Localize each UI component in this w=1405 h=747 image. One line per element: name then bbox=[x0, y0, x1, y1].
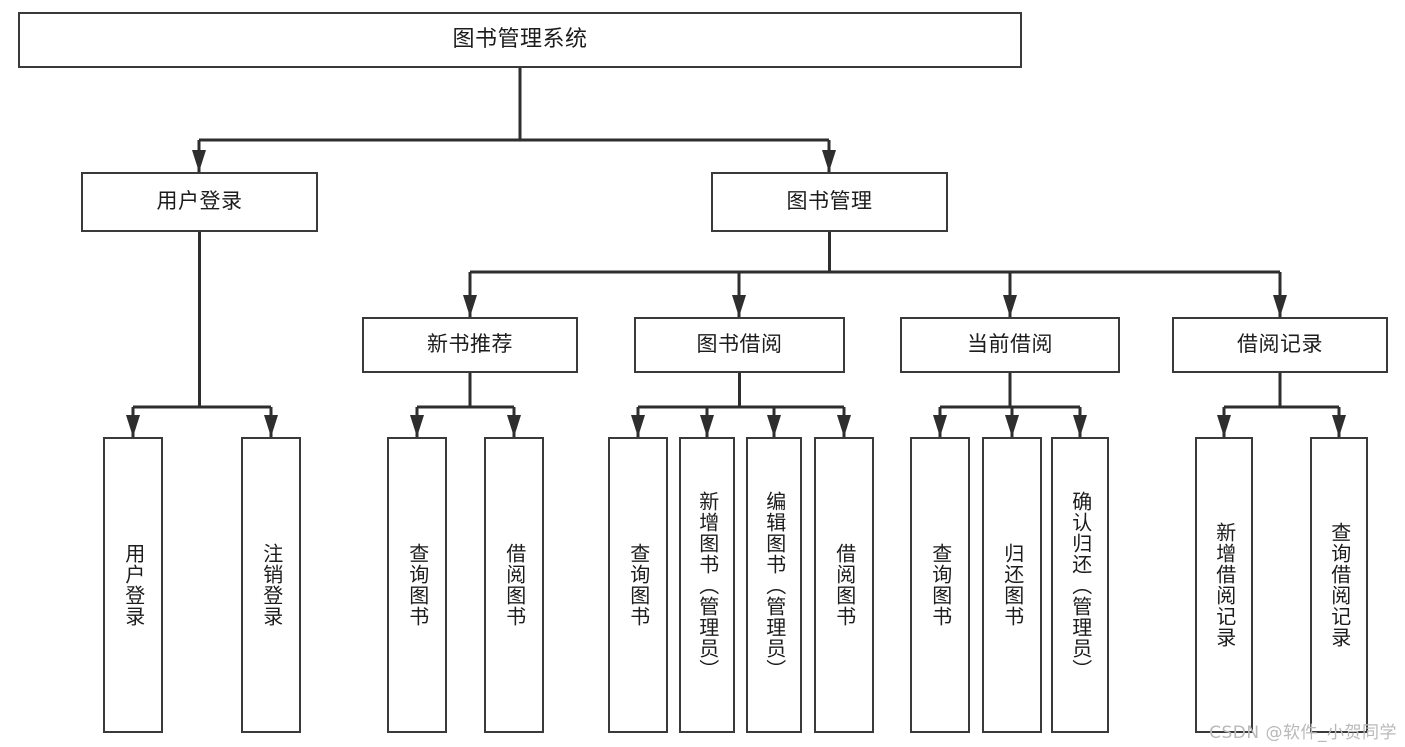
node-leaf-edit-book-admin[interactable]: 编辑图书（管理员） bbox=[746, 437, 802, 733]
node-label: 查询图书 bbox=[626, 543, 651, 627]
node-label: 借阅图书 bbox=[502, 543, 527, 627]
node-borrow-record[interactable]: 借阅记录 bbox=[1172, 317, 1388, 373]
node-leaf-return-book[interactable]: 归还图书 bbox=[982, 437, 1042, 733]
node-label: 用户登录 bbox=[156, 189, 243, 214]
node-label: 图书管理系统 bbox=[452, 26, 588, 52]
node-label: 图书借阅 bbox=[696, 332, 783, 357]
node-root-book-management-system[interactable]: 图书管理系统 bbox=[18, 12, 1022, 68]
node-leaf-add-book-admin[interactable]: 新增图书（管理员） bbox=[679, 437, 735, 733]
node-new-book-recommendation[interactable]: 新书推荐 bbox=[362, 317, 578, 373]
node-leaf-user-logout[interactable]: 注销登录 bbox=[241, 437, 301, 733]
node-leaf-user-login[interactable]: 用户登录 bbox=[103, 437, 163, 733]
node-label: 查询借阅记录 bbox=[1327, 522, 1352, 648]
node-label: 借阅图书 bbox=[832, 543, 857, 627]
node-label: 新增图书（管理员） bbox=[695, 490, 720, 680]
node-label: 用户登录 bbox=[121, 543, 146, 627]
node-label: 查询图书 bbox=[928, 543, 953, 627]
node-label: 确认归还（管理员） bbox=[1068, 490, 1093, 680]
node-label: 新书推荐 bbox=[427, 332, 513, 357]
node-leaf-confirm-return-admin[interactable]: 确认归还（管理员） bbox=[1051, 437, 1109, 733]
node-label: 图书管理 bbox=[786, 189, 873, 214]
node-leaf-borrow-book-nbr[interactable]: 借阅图书 bbox=[484, 437, 544, 733]
node-leaf-borrow-book-bb[interactable]: 借阅图书 bbox=[814, 437, 874, 733]
node-label: 新增借阅记录 bbox=[1212, 522, 1237, 648]
node-label: 借阅记录 bbox=[1237, 332, 1323, 357]
node-book-management[interactable]: 图书管理 bbox=[711, 172, 948, 232]
csdn-watermark: CSDN @软件_小贺同学 bbox=[1209, 723, 1397, 743]
node-label: 编辑图书（管理员） bbox=[762, 490, 787, 680]
node-leaf-query-book-nbr[interactable]: 查询图书 bbox=[387, 437, 447, 733]
node-label: 当前借阅 bbox=[967, 332, 1053, 357]
node-current-borrowing[interactable]: 当前借阅 bbox=[900, 317, 1120, 373]
node-leaf-query-book-cb[interactable]: 查询图书 bbox=[910, 437, 970, 733]
node-book-borrowing[interactable]: 图书借阅 bbox=[634, 317, 845, 373]
node-label: 查询图书 bbox=[405, 543, 430, 627]
node-leaf-add-borrow-record[interactable]: 新增借阅记录 bbox=[1195, 437, 1253, 733]
node-user-login[interactable]: 用户登录 bbox=[81, 172, 318, 232]
node-label: 归还图书 bbox=[1000, 543, 1025, 627]
node-leaf-query-borrow-record[interactable]: 查询借阅记录 bbox=[1310, 437, 1368, 733]
node-leaf-query-book-bb[interactable]: 查询图书 bbox=[608, 437, 668, 733]
node-label: 注销登录 bbox=[259, 543, 284, 627]
